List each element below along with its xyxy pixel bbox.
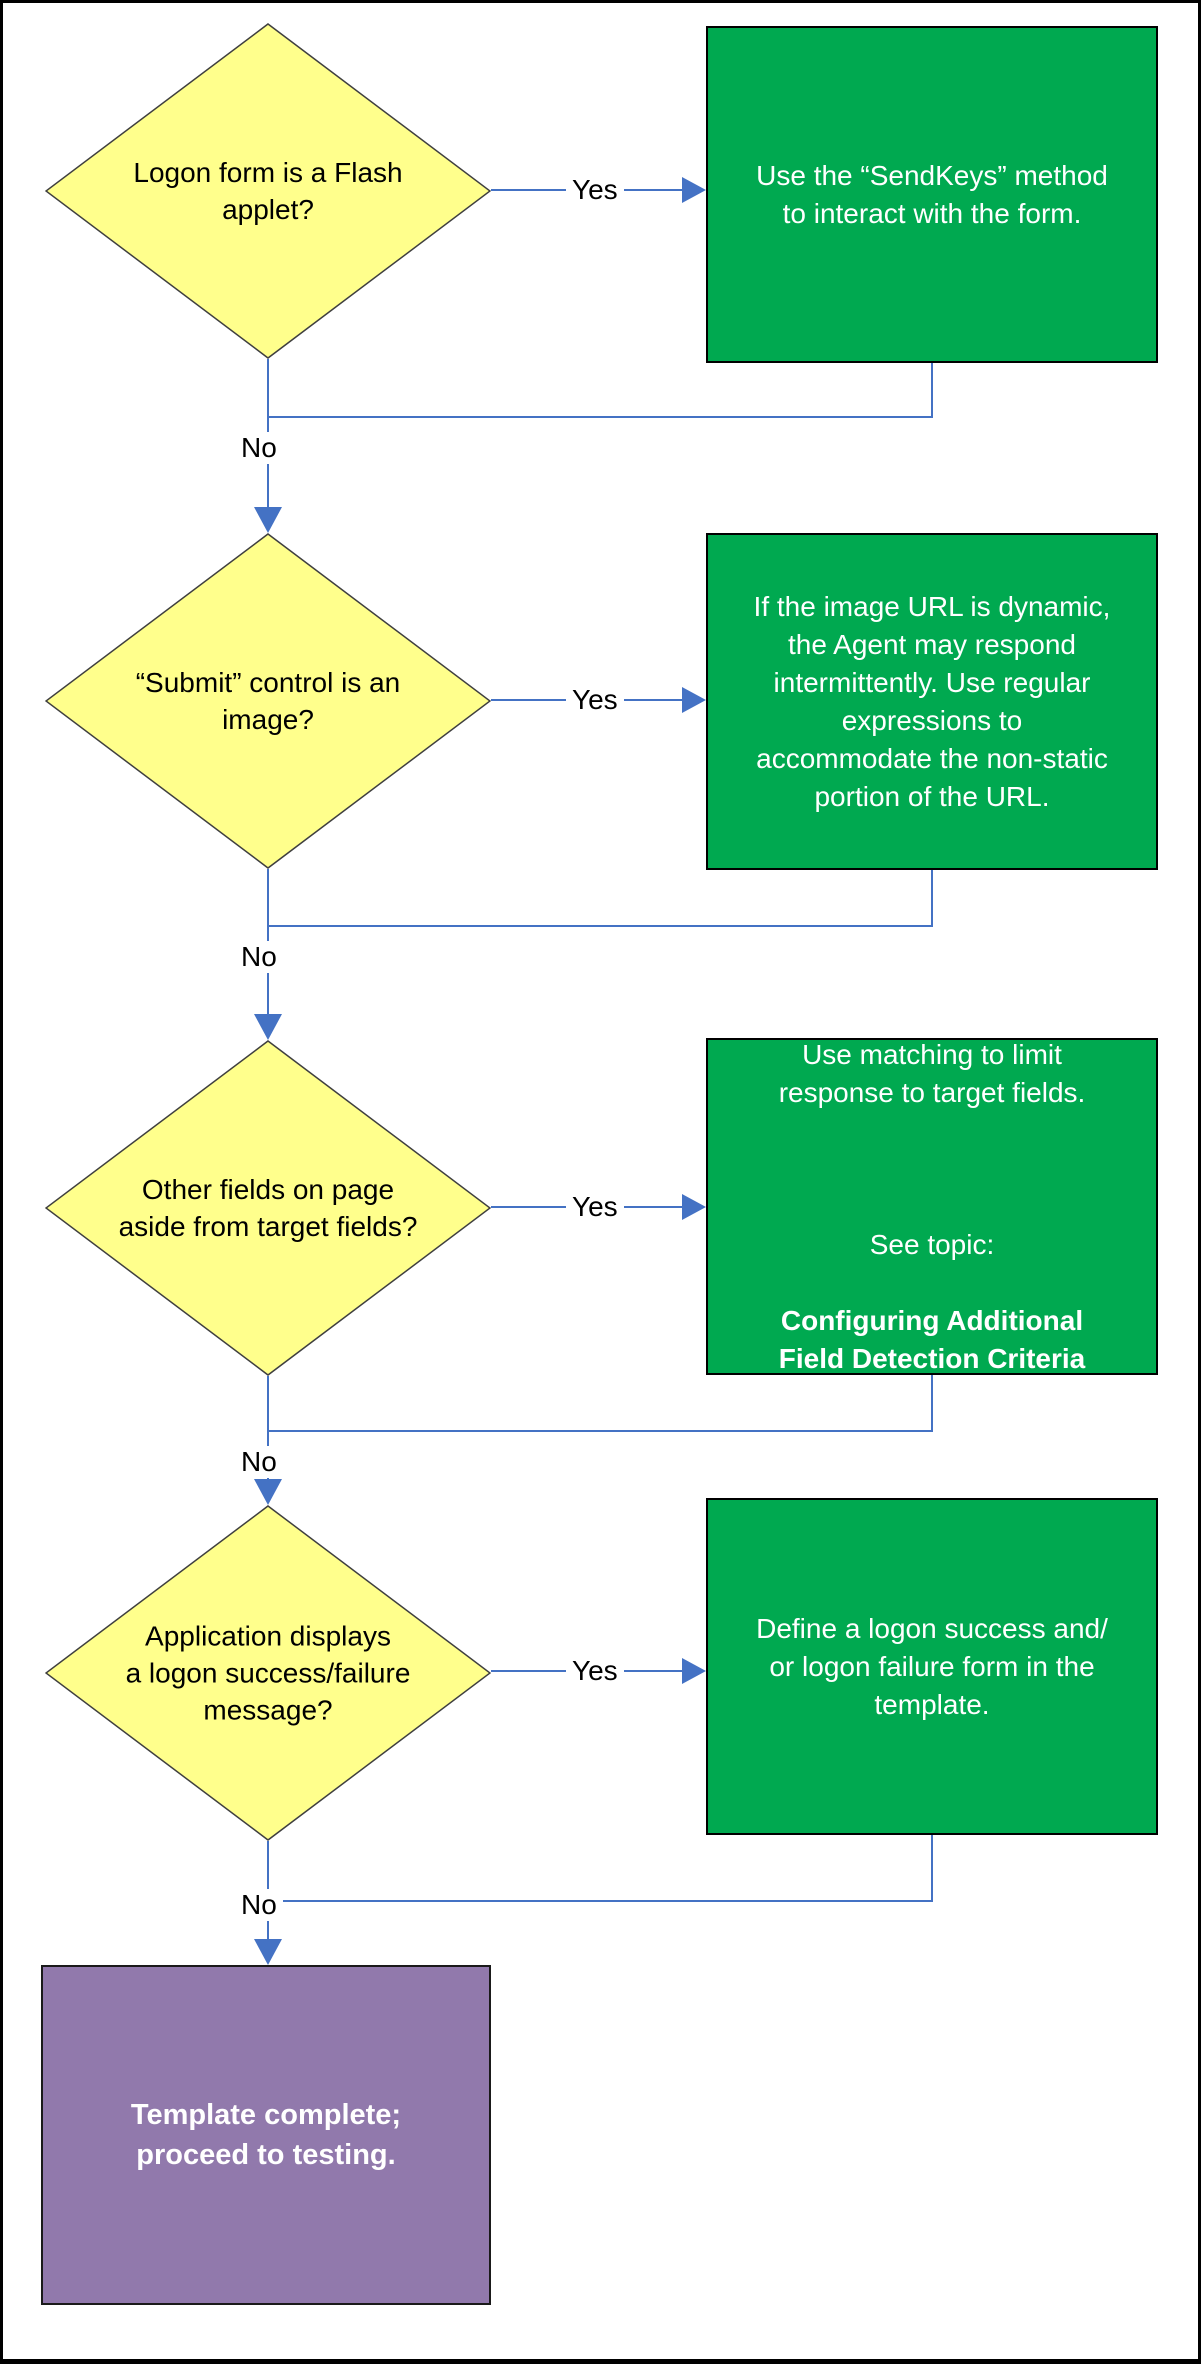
- connector-line: [931, 363, 933, 417]
- action-text-topic: Configuring Additional Field Detection C…: [778, 1304, 1086, 1374]
- yes-label: Yes: [566, 684, 624, 716]
- connector-line: [267, 416, 933, 418]
- connector-line: [267, 925, 933, 927]
- arrow-right-icon: [682, 1658, 706, 1684]
- no-label: No: [235, 432, 283, 464]
- diamond-shape: [45, 1505, 491, 1841]
- yes-label: Yes: [566, 1191, 624, 1223]
- terminal-box: Template complete; proceed to testing.: [41, 1965, 491, 2305]
- action-text: Define a logon success and/ or logon fai…: [756, 1612, 1108, 1720]
- blank-line: [728, 1150, 1136, 1188]
- arrow-down-icon: [254, 1939, 282, 1965]
- arrow-right-icon: [682, 687, 706, 713]
- action-box-matching: Use matching to limit response to target…: [706, 1038, 1158, 1375]
- arrow-down-icon: [254, 1479, 282, 1505]
- action-text: Use the “SendKeys” method to interact wi…: [756, 159, 1108, 229]
- diamond-shape: [45, 23, 491, 359]
- no-label: No: [235, 1446, 283, 1478]
- decision-other-fields: Other fields on page aside from target f…: [45, 1040, 491, 1376]
- action-text-note: See topic:: [869, 1228, 995, 1260]
- yes-label: Yes: [566, 1655, 624, 1687]
- decision-label: “Submit” control is an image?: [135, 667, 401, 735]
- no-label: No: [235, 1889, 283, 1921]
- terminal-text: Template complete; proceed to testing.: [130, 2099, 402, 2171]
- connector-line: [931, 1375, 933, 1431]
- action-text: Use matching to limit response to target…: [708, 998, 1156, 1416]
- no-label: No: [235, 941, 283, 973]
- connector-no-line: [267, 1376, 269, 1481]
- arrow-right-icon: [682, 177, 706, 203]
- decision-logon-message: Application displays a logon success/fai…: [45, 1505, 491, 1841]
- action-box-sendkeys: Use the “SendKeys” method to interact wi…: [706, 26, 1158, 363]
- yes-label: Yes: [566, 174, 624, 206]
- connector-line: [931, 870, 933, 926]
- arrow-down-icon: [254, 1014, 282, 1040]
- diamond-shape: [45, 533, 491, 869]
- action-box-logon-form: Define a logon success and/ or logon fai…: [706, 1498, 1158, 1835]
- decision-submit-image: “Submit” control is an image?: [45, 533, 491, 869]
- connector-line: [267, 1430, 933, 1432]
- action-text-body: Use matching to limit response to target…: [778, 1038, 1086, 1108]
- decision-flash-applet: Logon form is a Flash applet?: [45, 23, 491, 359]
- diamond-shape: [45, 1040, 491, 1376]
- decision-label: Application displays a logon success/fai…: [125, 1620, 411, 1726]
- connector-line: [931, 1835, 933, 1901]
- arrow-right-icon: [682, 1194, 706, 1220]
- decision-label: Logon form is a Flash applet?: [133, 157, 403, 225]
- connector-line: [267, 1900, 933, 1902]
- decision-label: Other fields on page aside from target f…: [118, 1174, 418, 1242]
- action-text: If the image URL is dynamic, the Agent m…: [753, 590, 1111, 812]
- arrow-down-icon: [254, 507, 282, 533]
- action-box-dynamic-url: If the image URL is dynamic, the Agent m…: [706, 533, 1158, 870]
